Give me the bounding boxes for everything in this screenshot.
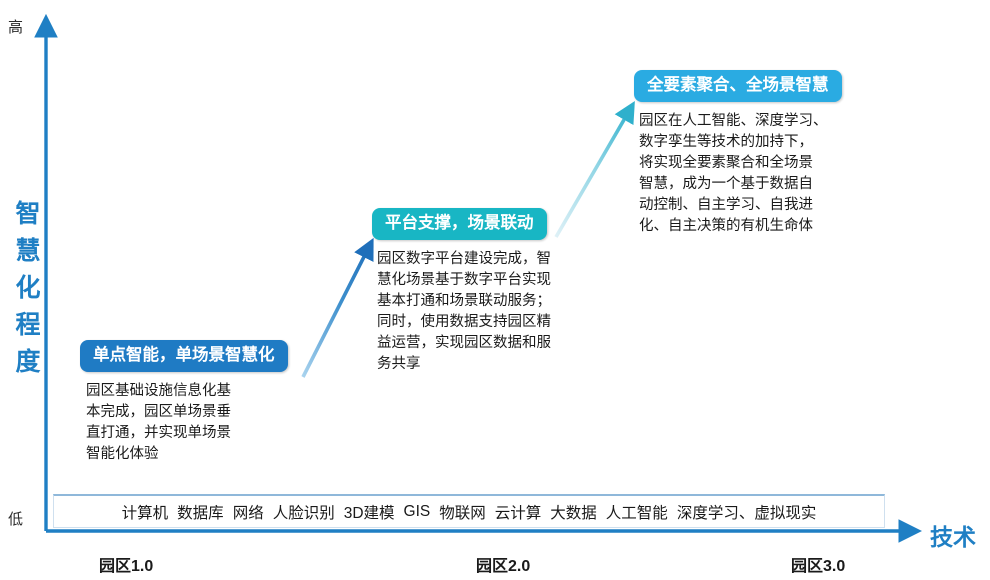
technology-item: 物联网 — [439, 504, 486, 522]
stage-block-2: 平台支撑，场景联动 园区数字平台建设完成，智 慧化场景基于数字平台实现 基本打通… — [372, 208, 600, 375]
technology-item: 数据库 — [177, 504, 224, 522]
era-label-park-3: 园区3.0 — [791, 558, 846, 575]
technology-item: 计算机 — [121, 504, 169, 522]
technology-item: 人脸识别 — [272, 504, 335, 522]
y-axis-low-label: 低 — [8, 511, 24, 528]
stage-3-description: 园区在人工智能、深度学习、 数字孪生等技术的加持下， 将实现全要素聚合和全场景 … — [639, 112, 828, 234]
technology-strip: 计算机 数据库 网络 人脸识别 3D建模 GIS 物联网 云计算 大数据 人工智… — [53, 494, 885, 528]
technology-item: 3D建模 — [343, 504, 395, 522]
y-axis-high-label: 高 — [8, 19, 24, 36]
technology-item: 大数据 — [550, 504, 597, 522]
stage-block-3: 全要素聚合、全场景智慧 园区在人工智能、深度学习、 数字孪生等技术的加持下， 将… — [634, 70, 866, 237]
y-axis-title-char-2: 慧 — [15, 237, 41, 265]
stage-1-description: 园区基础设施信息化基 本完成，园区单场景垂 直打通，并实现单场景 智能化体验 — [86, 382, 231, 462]
era-label-park-1: 园区1.0 — [99, 558, 154, 575]
stage-2-description: 园区数字平台建设完成，智 慧化场景基于数字平台实现 基本打通和场景联动服务； 同… — [377, 250, 551, 372]
y-axis-title-char-1: 智 — [15, 200, 41, 228]
technology-item: GIS — [403, 502, 431, 520]
technology-list: 计算机 数据库 网络 人脸识别 3D建模 GIS 物联网 云计算 大数据 人工智… — [54, 496, 884, 527]
stage-1-badge: 单点智能，单场景智慧化 — [80, 340, 288, 372]
x-axis-title: 技术 — [930, 524, 976, 550]
technology-item: 深度学习、虚拟现实 — [676, 504, 817, 522]
era-label-park-2: 园区2.0 — [476, 558, 531, 575]
technology-item: 网络 — [232, 504, 264, 522]
stage-2-badge: 平台支撑，场景联动 — [372, 208, 547, 240]
y-axis-title: 智 慧 化 程 度 — [8, 196, 48, 381]
stage-block-1: 单点智能，单场景智慧化 园区基础设施信息化基 本完成，园区单场景垂 直打通，并实… — [80, 340, 320, 465]
technology-item: 人工智能 — [605, 504, 668, 522]
stage-3-badge: 全要素聚合、全场景智慧 — [634, 70, 842, 102]
y-axis-title-char-4: 程 — [15, 311, 41, 339]
technology-item: 云计算 — [494, 504, 542, 522]
y-axis-title-char-5: 度 — [15, 348, 41, 376]
y-axis-title-char-3: 化 — [15, 274, 41, 302]
